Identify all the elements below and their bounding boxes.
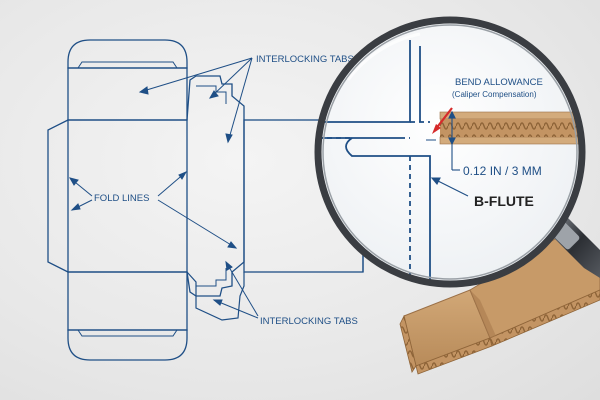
top-lid-flap <box>67 39 188 69</box>
bottom-panel <box>67 271 188 331</box>
side-tab-panel <box>186 75 245 297</box>
top-panel <box>67 67 188 121</box>
label-fold-lines: FOLD LINES <box>94 193 149 204</box>
bend-allowance-arrow <box>432 107 453 134</box>
magnifying-glass-icon <box>314 16 586 288</box>
cardboard-cross-section <box>439 111 582 145</box>
label-caliper-compensation: (Caliper Compensation) <box>452 90 537 99</box>
label-bend-allowance: BEND ALLOWANCE <box>455 77 543 88</box>
cardboard-piece-icon <box>399 235 600 375</box>
label-thickness: 0.12 IN / 3 MM <box>463 164 542 178</box>
thickness-dimension <box>448 110 460 171</box>
bottom-lid-flap <box>67 329 188 361</box>
leader-lines <box>68 57 259 319</box>
label-interlocking-tabs-bottom: INTERLOCKING TABS <box>260 316 358 327</box>
magnified-dieline <box>318 40 431 284</box>
lower-tab <box>186 271 245 321</box>
left-side-panel <box>47 119 69 273</box>
magnifier-rim <box>314 16 586 288</box>
label-interlocking-tabs-top: INTERLOCKING TABS <box>256 54 354 65</box>
label-b-flute: B-FLUTE <box>474 193 534 209</box>
b-flute-leader <box>430 177 469 197</box>
